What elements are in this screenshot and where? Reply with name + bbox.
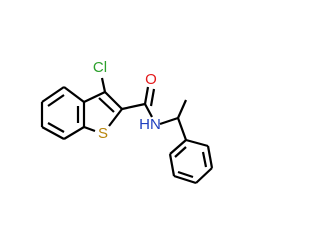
amide-group bbox=[121, 86, 156, 118]
chlorine-atom-label: Cl bbox=[93, 59, 107, 76]
phenyl-ring bbox=[168, 138, 214, 185]
sulfur-atom-label: S bbox=[98, 125, 108, 142]
nitrogen-atom-label: HN bbox=[139, 116, 161, 133]
structure-canvas: Cl O S HN bbox=[40, 59, 214, 185]
c-cl-bond bbox=[100, 77, 107, 93]
oxygen-atom-label: O bbox=[145, 71, 157, 88]
phenylethyl-group bbox=[159, 99, 188, 141]
molecule-structure: Cl O S HN bbox=[40, 59, 214, 185]
thiophene-ring bbox=[83, 91, 123, 133]
benzo-ring bbox=[40, 86, 86, 140]
